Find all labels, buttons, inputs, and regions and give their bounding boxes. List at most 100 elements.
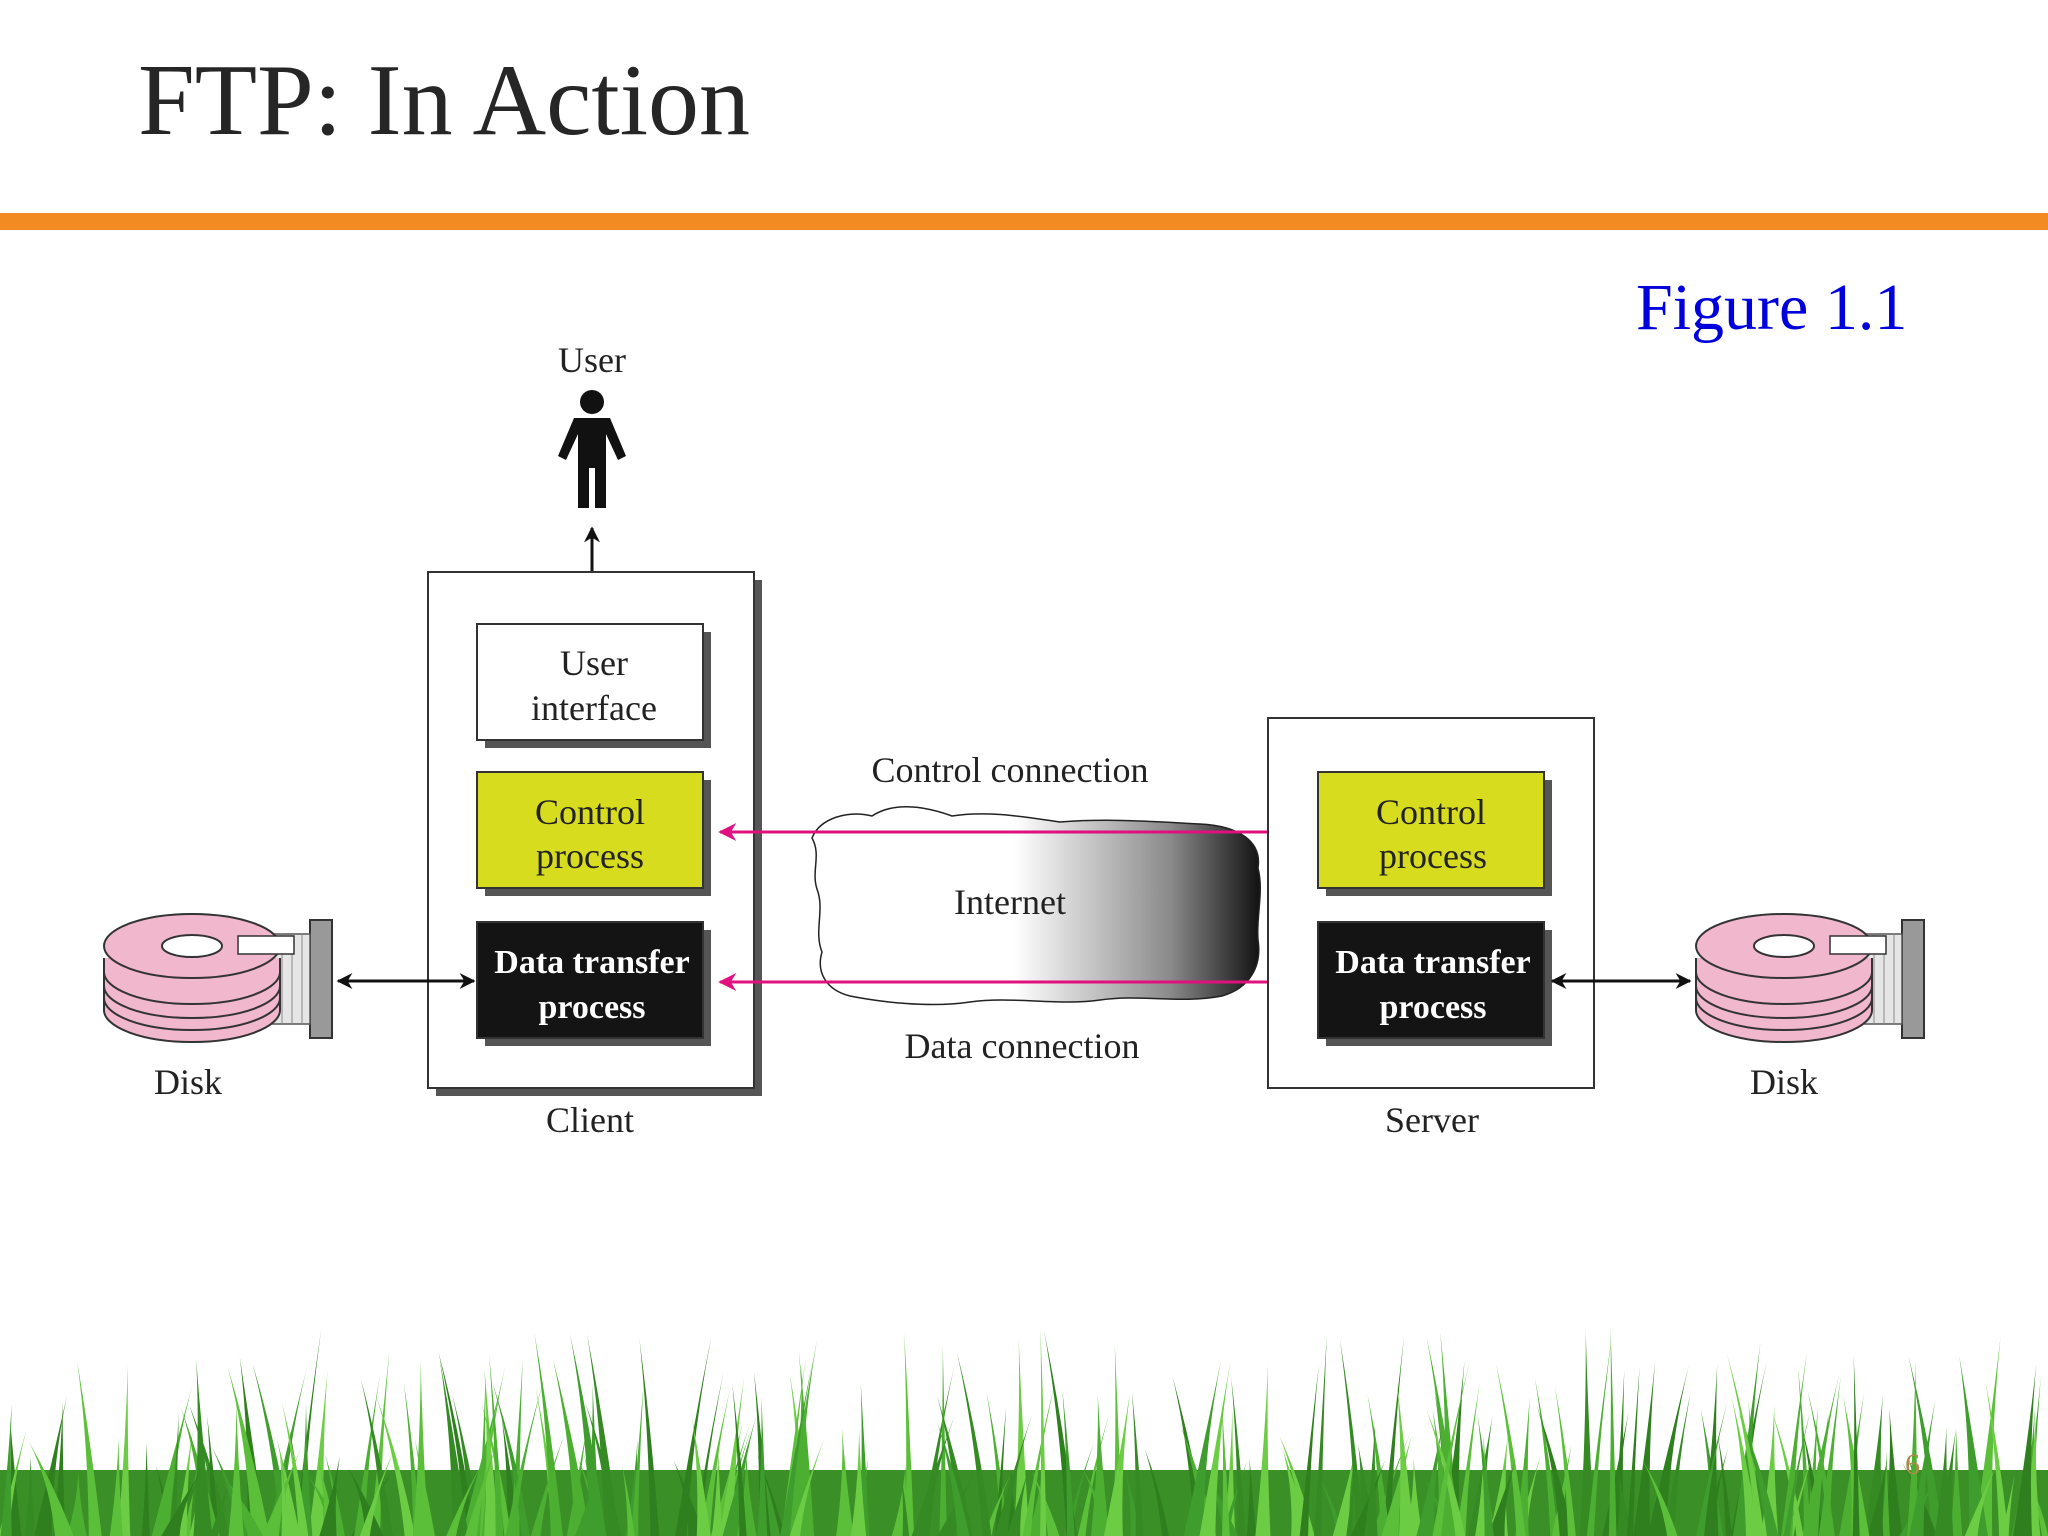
grass-blade — [67, 1470, 87, 1536]
grass-blade — [1884, 1408, 1903, 1536]
grass-blade — [780, 1356, 814, 1536]
grass-blade — [1515, 1396, 1530, 1536]
grass-blade — [484, 1367, 500, 1536]
grass-blade — [585, 1402, 621, 1536]
grass-blade — [1477, 1414, 1494, 1536]
grass-blade — [1346, 1464, 1355, 1536]
client-data-transfer-process: Data transfer process — [476, 921, 711, 1046]
grass-blade — [1702, 1363, 1719, 1536]
grass-blade — [360, 1378, 393, 1536]
grass-blade — [937, 1395, 974, 1536]
grass-blade — [489, 1355, 504, 1536]
grass-blade — [622, 1466, 635, 1536]
grass-blade — [575, 1475, 598, 1536]
grass-blade — [1909, 1399, 1936, 1536]
grass-blade — [1231, 1376, 1246, 1536]
grass-blade — [1798, 1367, 1811, 1536]
grass-blade — [1626, 1365, 1640, 1536]
grass-blade — [34, 1395, 68, 1536]
grass-blade — [308, 1369, 328, 1536]
user-icon — [558, 390, 626, 508]
grass-blade — [1381, 1336, 1405, 1536]
grass-blade — [294, 1330, 322, 1536]
svg-text:Control: Control — [535, 792, 645, 832]
grass-blade — [1314, 1335, 1327, 1536]
grass-blade — [586, 1383, 601, 1536]
grass-blade — [1062, 1388, 1075, 1536]
grass-blade — [1416, 1423, 1443, 1536]
grass-blade — [1318, 1474, 1344, 1536]
slide-title: FTP: In Action — [138, 44, 751, 157]
grass-blade — [209, 1473, 233, 1536]
grass-blade — [1633, 1361, 1656, 1536]
grass-blade — [1554, 1387, 1576, 1536]
grass-blade — [552, 1358, 591, 1536]
grass-blade — [193, 1359, 213, 1536]
server-caption: Server — [1385, 1100, 1479, 1140]
grass-blade — [1432, 1358, 1471, 1536]
grass-blade — [1246, 1458, 1257, 1536]
grass-blade — [1907, 1361, 1919, 1536]
grass-blade — [566, 1424, 588, 1536]
grass-blade — [2001, 1475, 2015, 1536]
grass-blade — [1772, 1411, 1804, 1536]
grass-blade — [957, 1353, 992, 1536]
grass-blade — [1881, 1450, 1890, 1536]
grass-blade — [281, 1401, 309, 1536]
grass-blade — [1131, 1390, 1144, 1536]
svg-text:User: User — [560, 643, 628, 683]
grass-blade — [798, 1351, 815, 1536]
server-disk-label: Disk — [1750, 1062, 1818, 1102]
grass-blade — [414, 1439, 435, 1536]
grass-blade — [279, 1451, 290, 1536]
grass-blade — [1221, 1401, 1230, 1536]
grass-blade — [1364, 1422, 1378, 1536]
grass-blade — [1839, 1392, 1865, 1536]
grass-blade — [1950, 1427, 1963, 1536]
grass-blade — [1090, 1393, 1110, 1536]
grass-blade — [1579, 1330, 1595, 1536]
grass-blade — [901, 1473, 910, 1536]
grass-blade — [1971, 1474, 1984, 1536]
grass-blade — [1077, 1412, 1110, 1536]
grass-blade — [1456, 1381, 1480, 1536]
svg-text:interface: interface — [531, 688, 657, 728]
grass-blade — [141, 1442, 150, 1536]
client-disk-label: Disk — [154, 1062, 222, 1102]
grass-blade — [569, 1333, 607, 1536]
grass-blade — [1255, 1363, 1271, 1536]
grass-blade — [1760, 1404, 1779, 1536]
grass-blade — [1908, 1355, 1944, 1536]
grass-blade — [1641, 1459, 1678, 1536]
grass-blade — [461, 1381, 503, 1536]
grass-blade — [1934, 1430, 1956, 1536]
grass-blade — [1299, 1364, 1319, 1536]
grass-blade — [789, 1438, 825, 1536]
grass-blade — [1487, 1459, 1516, 1536]
grass-blade — [505, 1378, 545, 1536]
page-number: 6 — [1905, 1448, 1920, 1481]
grass-blade — [1199, 1361, 1231, 1536]
user-interface-box: User interface — [476, 623, 711, 748]
grass-blade — [1818, 1375, 1841, 1536]
grass-blade — [983, 1474, 1011, 1536]
grass-blade — [77, 1360, 102, 1536]
control-connection-label: Control connection — [872, 750, 1149, 790]
grass-blade — [439, 1358, 469, 1536]
grass-blade — [24, 1456, 36, 1536]
title-rule — [0, 213, 2048, 230]
grass-blade — [0, 1404, 12, 1536]
client-control-process: Control process — [476, 771, 711, 896]
grass-blade — [1536, 1404, 1573, 1536]
figure-label: Figure 1.1 — [1636, 271, 1908, 344]
grass-blade — [370, 1350, 390, 1536]
grass-blade — [760, 1462, 786, 1536]
internet-label: Internet — [954, 882, 1066, 922]
grass-blade — [262, 1448, 301, 1536]
grass-blade — [1704, 1448, 1728, 1536]
grass-blade — [29, 1442, 74, 1536]
grass-blade — [836, 1429, 854, 1536]
grass-blade — [376, 1396, 416, 1536]
grass-blade — [1985, 1382, 2009, 1536]
grass-blade — [1040, 1327, 1047, 1536]
